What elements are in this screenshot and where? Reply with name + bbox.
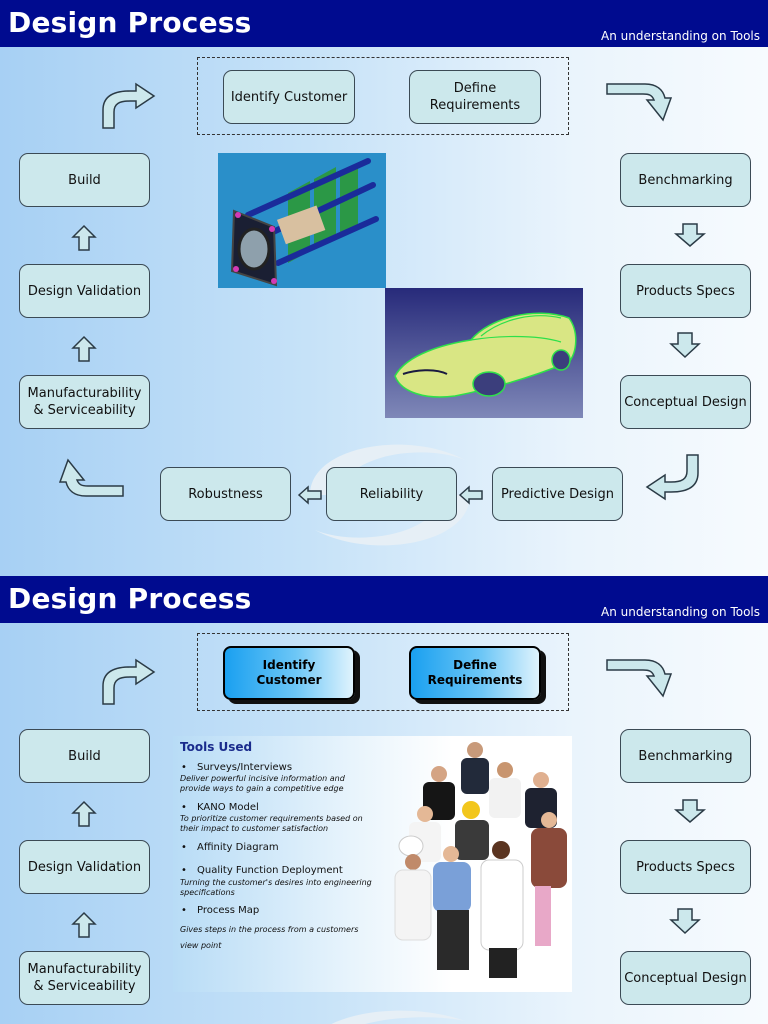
build-box: Build	[19, 729, 150, 783]
tool-description: To prioritize customer requirements base…	[180, 814, 363, 833]
cad-mechanism-image	[218, 153, 386, 288]
tool-description: Deliver powerful incisive information an…	[180, 774, 345, 793]
people-group-image	[394, 742, 567, 978]
slide-header: Design Process An understanding on Tools	[0, 576, 768, 623]
arrow-left-icon	[458, 485, 483, 505]
slide-title: Design Process	[8, 582, 252, 615]
conceptual-design-box: Conceptual Design	[620, 375, 751, 429]
tools-title: Tools Used	[180, 740, 253, 754]
reliability-box: Reliability	[326, 467, 457, 521]
car-wireframe-image	[385, 288, 583, 418]
customer-group-frame	[197, 633, 569, 711]
tool-description: Turning the customer's desires into engi…	[180, 878, 372, 897]
define-requirements-box: Define Requirements	[409, 70, 541, 124]
arrow-left-icon	[297, 485, 322, 505]
manufacturability-box: Manufacturability & Serviceability	[19, 375, 150, 429]
arrow-down-icon	[673, 799, 707, 823]
slide-2: Design Process An understanding on Tools…	[0, 576, 768, 1024]
curved-arrow-up-right-icon	[102, 82, 156, 129]
tool-item: •Surveys/Interviews	[181, 762, 293, 773]
tool-item: •Affinity Diagram	[181, 842, 279, 853]
arrow-up-icon	[71, 335, 97, 362]
customer-group-frame	[197, 57, 569, 135]
curved-arrow-down-right-icon	[606, 83, 673, 122]
arrow-down-icon	[673, 223, 707, 247]
arrow-up-icon	[71, 911, 97, 938]
arrow-up-icon	[71, 800, 97, 827]
slide-subtitle: An understanding on Tools	[601, 605, 760, 619]
arrow-up-icon	[71, 224, 97, 251]
tools-used-panel: Tools Used •Surveys/Interviews Deliver p…	[173, 736, 572, 992]
slide-header: Design Process An understanding on Tools	[0, 0, 768, 47]
build-box: Build	[19, 153, 150, 207]
arrow-down-icon	[669, 908, 701, 935]
define-requirements-highlight-box: Define Requirements	[409, 646, 541, 700]
arrow-down-icon	[669, 332, 701, 359]
curved-arrow-down-left-icon	[645, 454, 699, 501]
swirl-logo-icon	[331, 1010, 465, 1024]
tool-item: •Quality Function Deployment	[181, 865, 343, 876]
curved-arrow-down-right-icon	[606, 659, 673, 698]
benchmarking-box: Benchmarking	[620, 729, 751, 783]
slide-title: Design Process	[8, 6, 252, 39]
robustness-box: Robustness	[160, 467, 291, 521]
slide-subtitle: An understanding on Tools	[601, 29, 760, 43]
design-validation-box: Design Validation	[19, 264, 150, 318]
swirl-logo-icon	[310, 444, 470, 546]
tool-item: •KANO Model	[181, 802, 259, 813]
tool-description: Gives steps in the process from a custom…	[180, 925, 359, 950]
predictive-design-box: Predictive Design	[492, 467, 623, 521]
curved-arrow-up-right-icon	[102, 658, 156, 705]
design-validation-box: Design Validation	[19, 840, 150, 894]
products-specs-box: Products Specs	[620, 840, 751, 894]
manufacturability-box: Manufacturability & Serviceability	[19, 951, 150, 1005]
tool-item: •Process Map	[181, 905, 260, 916]
benchmarking-box: Benchmarking	[620, 153, 751, 207]
conceptual-design-box: Conceptual Design	[620, 951, 751, 1005]
identify-customer-highlight-box: Identify Customer	[223, 646, 355, 700]
products-specs-box: Products Specs	[620, 264, 751, 318]
identify-customer-box: Identify Customer	[223, 70, 355, 124]
slide-1: Design Process An understanding on Tools…	[0, 0, 768, 576]
curved-arrow-up-left-icon	[58, 458, 124, 497]
